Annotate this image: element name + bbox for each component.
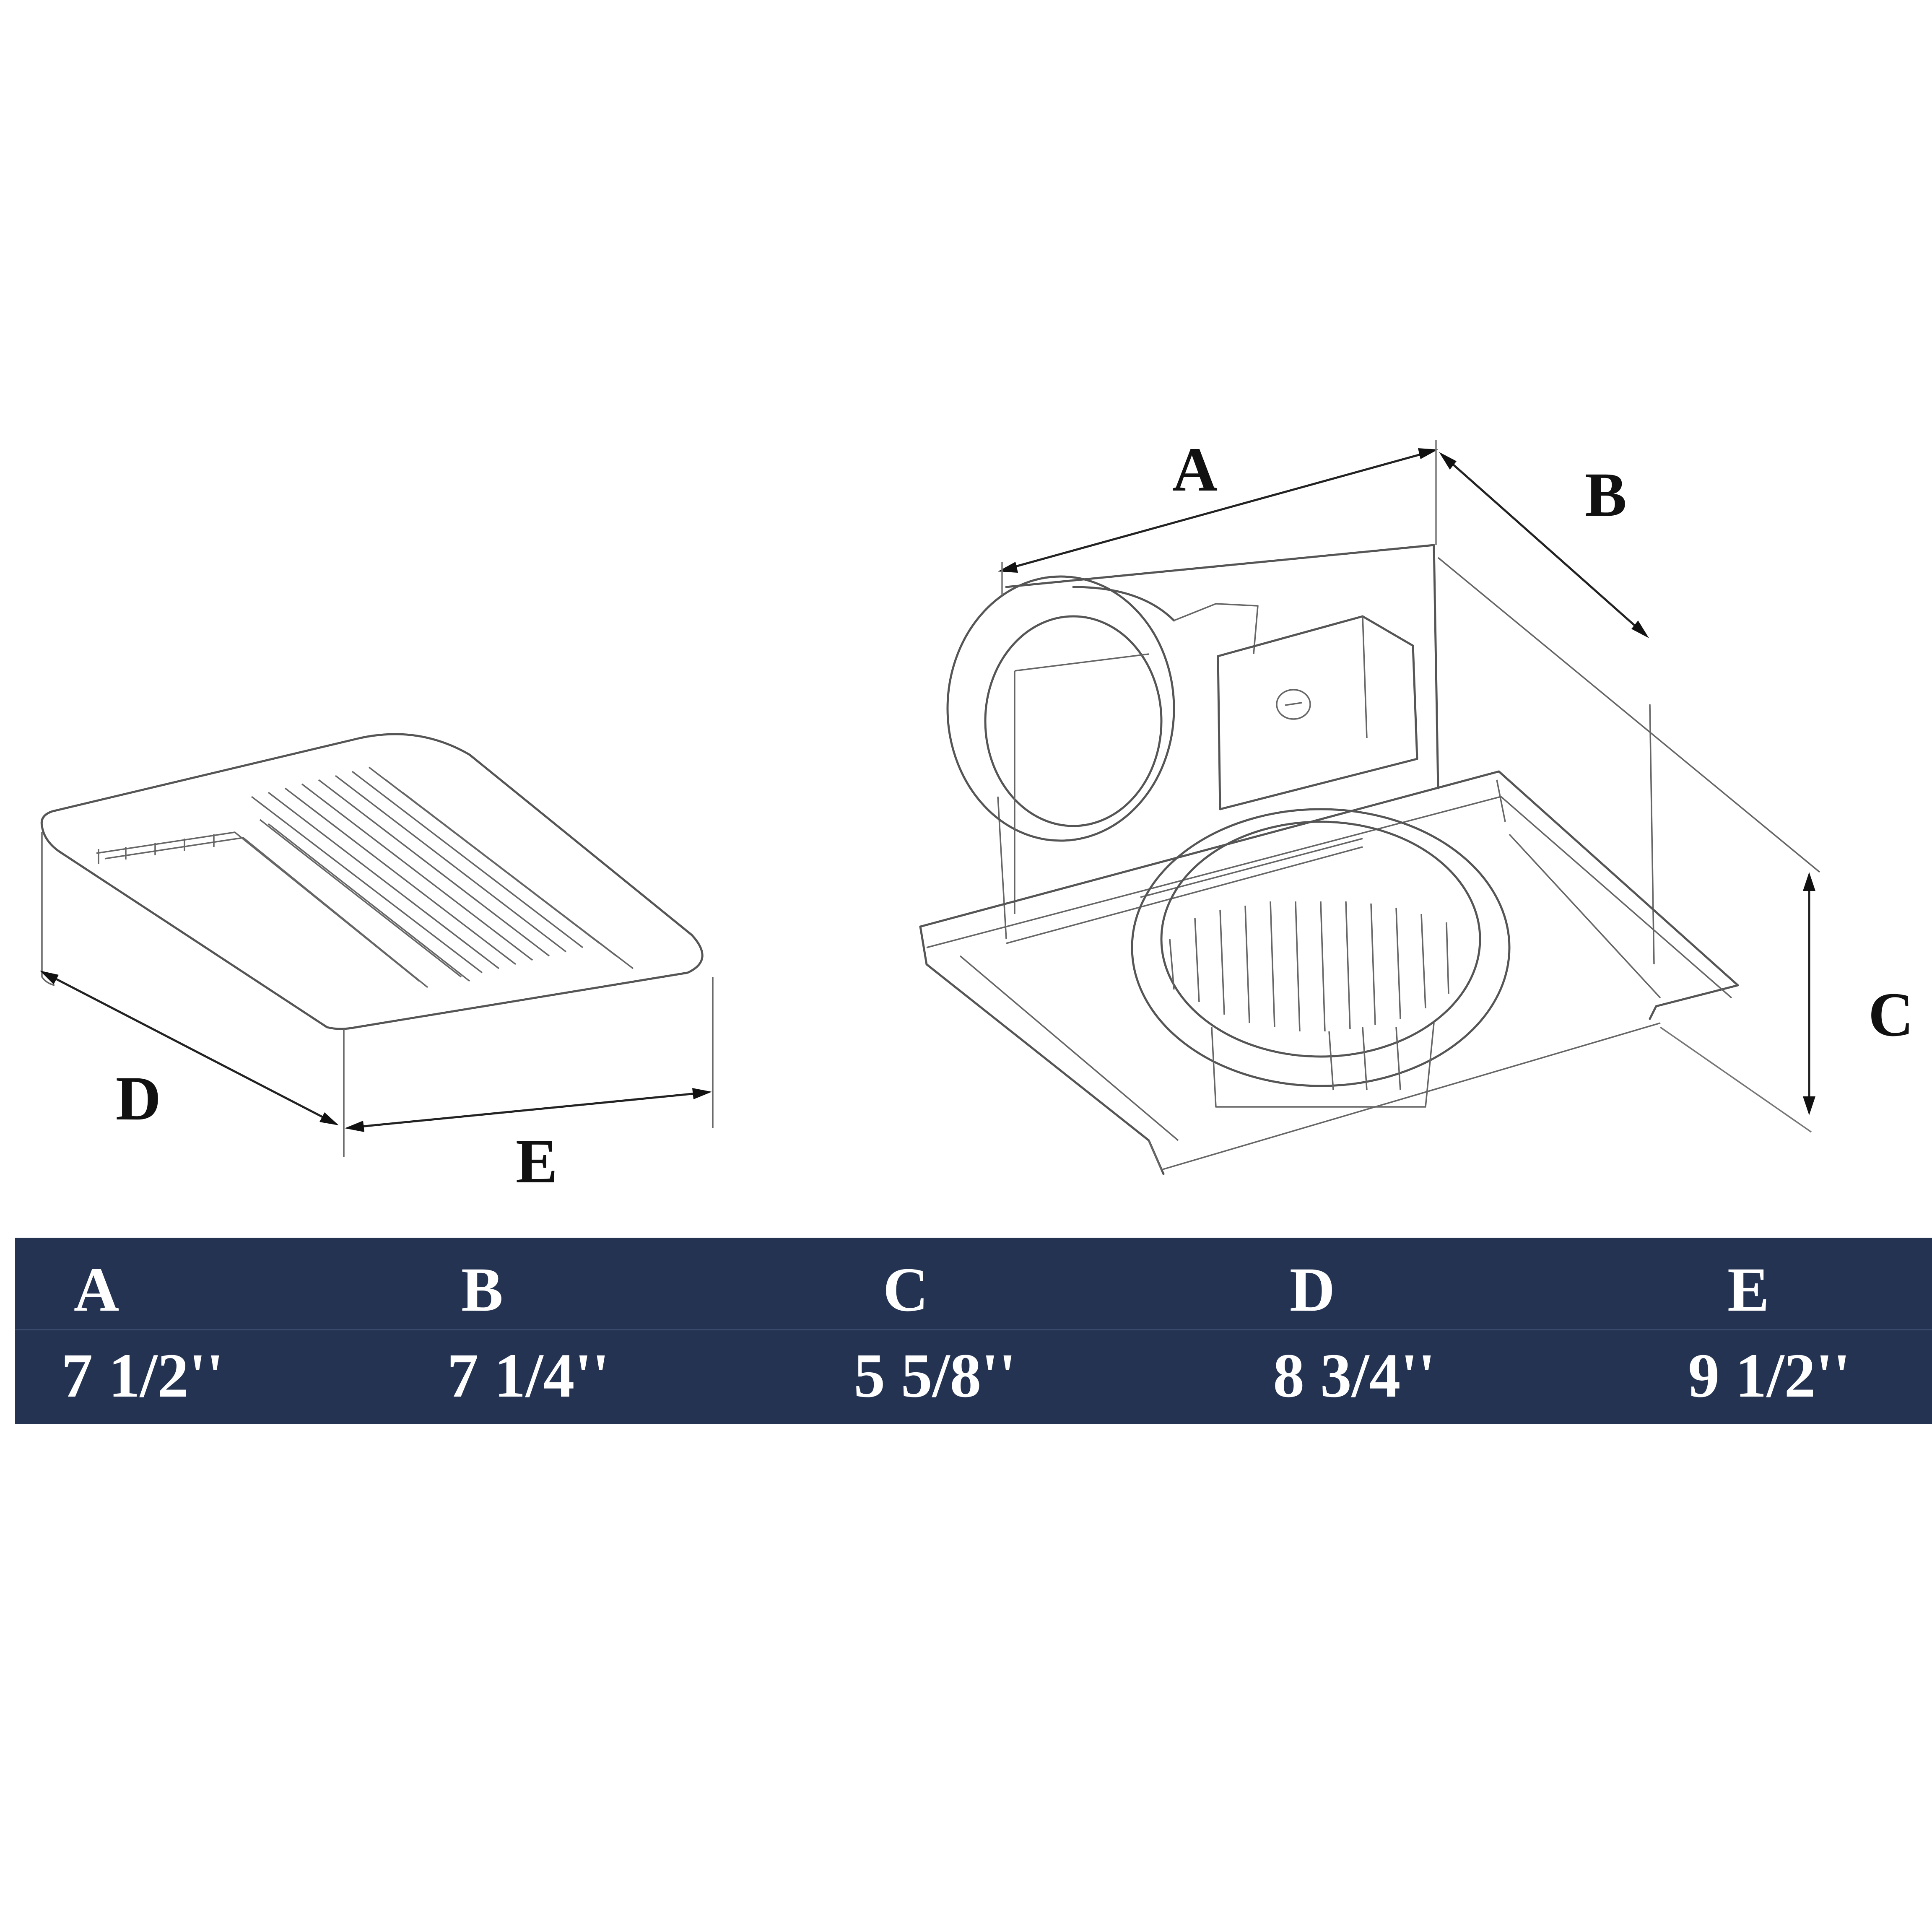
- dimension-label-e: E: [516, 1127, 558, 1196]
- table-value-e: 9 1/2'': [1688, 1341, 1851, 1410]
- table-header-a: A: [73, 1255, 119, 1324]
- table-value-a: 7 1/2'': [61, 1341, 224, 1410]
- table-value-b: 7 1/4'': [447, 1341, 610, 1410]
- grille-vent-slats: [96, 766, 634, 988]
- dimension-label-c: C: [1868, 980, 1914, 1049]
- junction-box: [1217, 615, 1418, 810]
- dimension-label-b: B: [1585, 460, 1627, 530]
- table-header-d: D: [1289, 1255, 1335, 1324]
- grille-cover-drawing: D E: [40, 733, 714, 1196]
- table-row-divider: [15, 1329, 1932, 1330]
- dimension-label-a: A: [1172, 435, 1218, 504]
- table-header-c: C: [883, 1255, 929, 1324]
- table-header-b: B: [461, 1255, 504, 1324]
- duct-collar: [946, 575, 1259, 914]
- table-value-c: 5 5/8'': [854, 1341, 1016, 1410]
- table-header-e: E: [1727, 1255, 1770, 1324]
- blower-wheel: [1131, 808, 1511, 1108]
- dimension-label-d: D: [116, 1064, 161, 1133]
- table-value-d: 8 3/4'': [1273, 1341, 1436, 1410]
- fan-housing-drawing: A B C: [919, 435, 1914, 1175]
- dimension-table: [15, 1238, 1932, 1424]
- mounting-frame: [919, 770, 1739, 1175]
